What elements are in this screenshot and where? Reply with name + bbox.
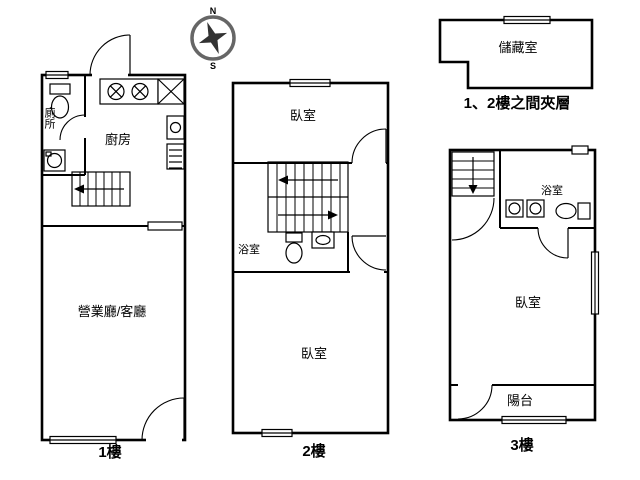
shop-door-arc [141, 397, 185, 441]
compass-rose: N S [190, 6, 236, 71]
floor1-caption: 1樓 [98, 443, 121, 461]
mezzanine-caption: 1、2樓之間夾層 [464, 94, 571, 112]
floor2-bedroom-bottom-label: 臥室 [301, 346, 327, 361]
balcony-door-arc [457, 384, 493, 420]
entry-door-arc [89, 34, 131, 76]
compass-ring [190, 15, 236, 61]
sink-icon-floor2 [311, 231, 335, 249]
floor1-living-label: 營業廳/客廳 [78, 304, 147, 319]
stairs-floor3 [451, 151, 495, 197]
floor1-outer-wall [40, 73, 187, 442]
water-heater-icon [571, 145, 589, 155]
floor2-plan: 臥室 浴室 臥室 2樓 [231, 78, 390, 460]
floor3-bedroom-label: 臥室 [515, 295, 541, 310]
floor1-kitchen-label: 廚房 [105, 132, 131, 147]
floor3-bathroom-label: 浴室 [541, 183, 563, 197]
floor1-toilet-label: 廁所 [43, 106, 56, 130]
stove-icon [99, 78, 159, 105]
bedroom-top-door-arc [351, 128, 387, 164]
floor1-plan: 廁所 廚房 營業廳/客廳 1樓 [40, 34, 187, 461]
window-symbol-floor3-right [590, 251, 600, 315]
stairs-floor1 [71, 171, 131, 207]
pass-through-counter [147, 221, 183, 231]
washing-machine-icon-floor3 [505, 199, 524, 218]
sink-icon-floor3 [526, 199, 545, 218]
mezzanine-outer-wall [438, 18, 594, 90]
kitchen-sink-icon [157, 78, 185, 105]
stairs-floor2 [267, 161, 349, 233]
toilet-icon-floor3 [555, 202, 591, 220]
floor2-bathroom-label: 浴室 [238, 242, 260, 256]
toilet-icon-floor1 [49, 83, 71, 119]
floor2-outer-wall [231, 81, 390, 435]
window-symbol-floor1-top [45, 70, 69, 80]
stair-door-arc-floor3 [451, 197, 495, 241]
floor3-balcony-label: 陽台 [507, 393, 533, 408]
mezzanine-plan: 儲藏室 1、2樓之間夾層 [438, 15, 594, 112]
mezzanine-storage-label: 儲藏室 [498, 40, 537, 55]
window-symbol-floor2-bottom [261, 428, 293, 438]
toilet-icon-floor2 [285, 232, 303, 264]
compass-north-label: N [210, 6, 217, 16]
toilet-door-arc [59, 114, 86, 141]
floor3-plan: 浴室 臥室 陽台 3樓 [448, 145, 600, 454]
bathroom-door-arc-floor3 [537, 227, 569, 259]
window-symbol-mezzanine [503, 15, 551, 25]
floor2-bedroom-top-label: 臥室 [290, 108, 316, 123]
floor3-caption: 3樓 [510, 436, 533, 454]
window-symbol-floor3-bottom [501, 415, 567, 425]
compass-needle [198, 22, 228, 54]
washing-machine-icon-floor1 [43, 149, 66, 172]
appliance-icon [166, 143, 185, 170]
window-symbol-floor1-bottom [49, 435, 117, 445]
fridge-icon [166, 115, 185, 140]
window-symbol-floor2-top [289, 78, 331, 88]
bathroom-door-arc-floor2 [351, 235, 387, 271]
floor2-caption: 2樓 [302, 442, 325, 460]
compass-south-label: S [210, 61, 216, 71]
